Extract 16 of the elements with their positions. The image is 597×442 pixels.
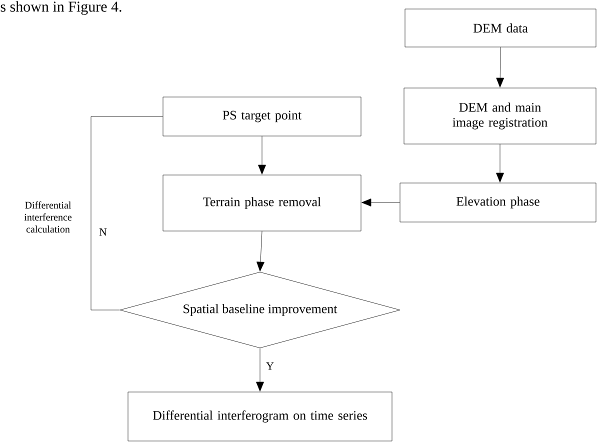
caption-fragment: s shown in Figure 4. [0, 1, 122, 15]
process-box: Elevation phase [400, 182, 596, 222]
arrow [258, 136, 266, 174]
side-note: Differential interference calculation [24, 201, 72, 233]
process-box: DEM data [404, 8, 596, 48]
arrow [256, 348, 264, 392]
process-box: PS target point [162, 96, 362, 136]
arrow [362, 198, 400, 206]
process-box: Differential interferogram on time series [128, 392, 392, 442]
arrow [496, 47, 504, 88]
arrow [496, 144, 504, 182]
edge-label: Y [265, 361, 275, 371]
arrow [256, 231, 264, 272]
process-box: DEM and main image registration [404, 88, 596, 144]
edge-label: N [98, 227, 108, 237]
process-box: Terrain phase removal [162, 174, 362, 232]
